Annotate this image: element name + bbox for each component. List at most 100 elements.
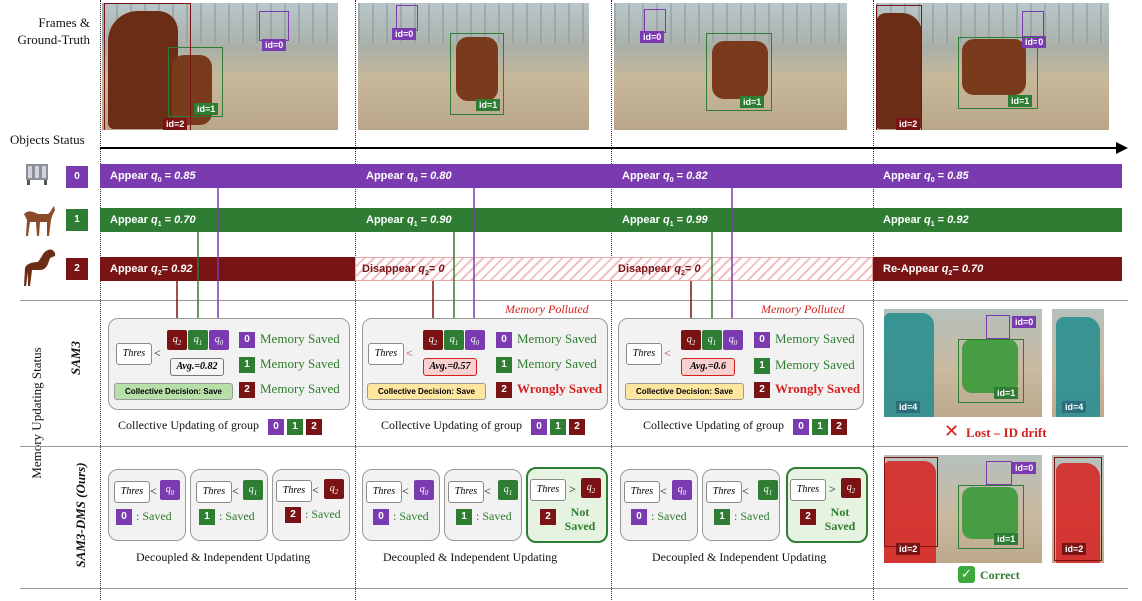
sq-2: 2 [540, 509, 556, 525]
separator-mid [20, 446, 1128, 447]
cap-sq-0: 0 [268, 419, 284, 435]
bar-text-c4-obj1: Appear q1 = 0.92 [883, 214, 969, 229]
lt-sign: < [660, 484, 667, 498]
sq-0: 0 [631, 509, 647, 525]
res-tag: id=0 [1012, 316, 1037, 328]
bar-text-c4-obj0: Appear q0 = 0.85 [883, 170, 969, 185]
saved-text: : Saved [219, 509, 255, 523]
sq-1: 1 [714, 509, 730, 525]
obj-id-badge-2: 2 [66, 258, 88, 280]
bar-text-c3-obj2: Disappear q2= 0 [618, 263, 701, 278]
bar-text-c2-obj2: Disappear q2= 0 [362, 263, 445, 278]
cap-sq-2: 2 [569, 419, 585, 435]
res-box-id0 [986, 315, 1010, 339]
q1-box: q1 [188, 330, 208, 350]
memory-polluted-c2: Memory Polluted [505, 302, 589, 316]
lt-sign: < [312, 483, 319, 497]
bar-text-c1-obj2: Appear q2= 0.92 [110, 263, 193, 278]
gt-tag-id1: id=1 [740, 96, 765, 108]
sam3-caption-c3: Collective Updating of group [643, 418, 784, 432]
gt-box-id1 [706, 33, 772, 111]
dms-caption-c1: Decoupled & Independent Updating [136, 550, 311, 564]
thres-label: Thres [114, 481, 150, 503]
sq-1: 1 [754, 358, 770, 374]
decision-box: Collective Decision: Save [625, 383, 744, 400]
bar-text-c2-obj0: Appear q0 = 0.80 [366, 170, 452, 185]
res-tag: id=2 [1062, 543, 1087, 555]
gt-box-id1 [958, 37, 1038, 109]
separator-bottom [20, 588, 1128, 589]
q1-box: q1 [498, 480, 518, 500]
bar-text-c1-obj0: Appear q0 = 0.85 [110, 170, 196, 185]
mem-0: Memory Saved [517, 331, 597, 346]
cap-sq-1: 1 [287, 419, 303, 435]
q1-box: q1 [444, 330, 464, 350]
gt-tag-id1: id=1 [194, 103, 219, 115]
thres-label: Thres [790, 479, 826, 501]
saved-text: : Saved [734, 509, 770, 523]
cap-sq-1: 1 [550, 419, 566, 435]
objects-status-label: Objects Status [10, 132, 85, 147]
sq-2: 2 [800, 509, 816, 525]
res-box-id1 [958, 339, 1024, 403]
q2-box: q2 [841, 478, 861, 498]
gt-tag-id1: id=1 [476, 99, 501, 111]
cap-sq-0: 0 [531, 419, 547, 435]
q0-box: q0 [465, 330, 485, 350]
sam3-result-crop: id=4 [1052, 309, 1104, 417]
bar-text-c4-obj2: Re-Appear q2= 0.70 [883, 263, 984, 278]
bar-obj2-c4 [873, 257, 1122, 281]
separator-top [20, 300, 1128, 301]
avg-box: Avg.=0.6 [681, 358, 735, 376]
res-tag: id=1 [994, 533, 1019, 545]
q2-box: q2 [423, 330, 443, 350]
res-box-id2 [1054, 457, 1102, 561]
thres-label: Thres [368, 343, 404, 365]
gt-box-id2 [876, 5, 922, 130]
cap-sq-2: 2 [306, 419, 322, 435]
saved-text: : Saved [305, 507, 341, 521]
q2-box: q2 [581, 478, 601, 498]
thres-label: Thres [366, 481, 402, 503]
bar-text-c3-obj1: Appear q1 = 0.99 [622, 214, 708, 229]
mem-1: Memory Saved [517, 356, 597, 371]
lt-sign: < [742, 484, 749, 498]
q0-box: q0 [209, 330, 229, 350]
gt-sign: > [829, 482, 836, 496]
bar-text-c1-obj1: Appear q1 = 0.70 [110, 214, 196, 229]
thres-label: Thres [706, 481, 742, 503]
obj-id-badge-1: 1 [66, 209, 88, 231]
sq-0: 0 [116, 509, 132, 525]
bar-obj2-hatched [355, 257, 873, 281]
sq-0: 0 [754, 332, 770, 348]
gt-box-id1 [168, 47, 223, 117]
check-icon: ✓ [958, 566, 975, 583]
decision-box: Collective Decision: Save [367, 383, 486, 400]
sq-0: 0 [373, 509, 389, 525]
res-box-id0 [986, 461, 1012, 485]
cap-sq-1: 1 [812, 419, 828, 435]
res-tag: id=4 [1062, 401, 1087, 413]
not-saved-text: Not Saved [564, 505, 596, 533]
sq-2: 2 [496, 382, 512, 398]
lt-sign: < [154, 346, 161, 360]
saved-text: : Saved [651, 509, 687, 523]
lt-sign: < [406, 346, 413, 360]
q1-box: q1 [702, 330, 722, 350]
gt-tag-id0: id=0 [1022, 36, 1047, 48]
bar-c1-obj0 [100, 164, 1122, 188]
sq-1: 1 [199, 509, 215, 525]
q2-box: q2 [681, 330, 701, 350]
q0-box: q0 [672, 480, 692, 500]
q1-box: q1 [243, 480, 263, 500]
not-saved-text: Not Saved [824, 505, 856, 533]
fence-icon [24, 160, 50, 186]
frames-gt-label: Frames & Ground-Truth [17, 15, 90, 47]
saved-text: : Saved [476, 509, 512, 523]
dms-result-text: Correct [980, 568, 1020, 582]
sq-0: 0 [496, 332, 512, 348]
sq-2: 2 [285, 507, 301, 523]
sam3-caption-c2: Collective Updating of group [381, 418, 522, 432]
gt-box-id1 [450, 33, 504, 115]
sam3-result-frame: id=0 id=4 id=1 [884, 309, 1042, 417]
